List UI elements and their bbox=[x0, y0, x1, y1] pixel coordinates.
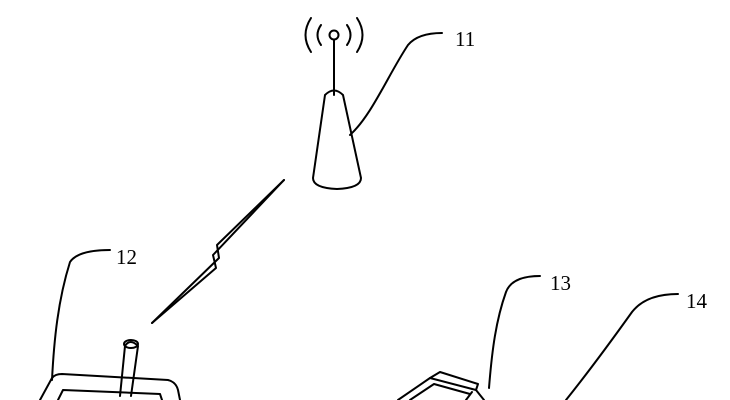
leader-line-11 bbox=[349, 32, 443, 136]
terminal-screen bbox=[57, 389, 163, 400]
handheld-terminal-icon bbox=[39, 339, 181, 400]
terminal-antenna-cap bbox=[123, 339, 139, 349]
label-13: 13 bbox=[550, 271, 571, 295]
device-13-icon bbox=[397, 371, 485, 400]
radio-wave-right-inner-icon bbox=[346, 24, 352, 46]
base-station-antenna-icon bbox=[304, 17, 364, 190]
label-11: 11 bbox=[455, 27, 475, 51]
radio-wave-left-inner-icon bbox=[316, 24, 322, 46]
leader-line-13 bbox=[488, 275, 541, 389]
leader-line-14 bbox=[565, 293, 679, 400]
leader-line-12 bbox=[51, 249, 111, 381]
label-12: 12 bbox=[116, 245, 137, 269]
terminal-body bbox=[39, 373, 181, 400]
label-14: 14 bbox=[686, 289, 708, 313]
radio-wave-left-outer-icon bbox=[304, 17, 312, 53]
terminal-antenna bbox=[119, 341, 139, 397]
tower-body bbox=[312, 89, 362, 190]
radio-wave-right-outer-icon bbox=[356, 17, 364, 53]
wireless-link-icon bbox=[151, 179, 285, 324]
antenna-tip-icon bbox=[328, 29, 340, 41]
